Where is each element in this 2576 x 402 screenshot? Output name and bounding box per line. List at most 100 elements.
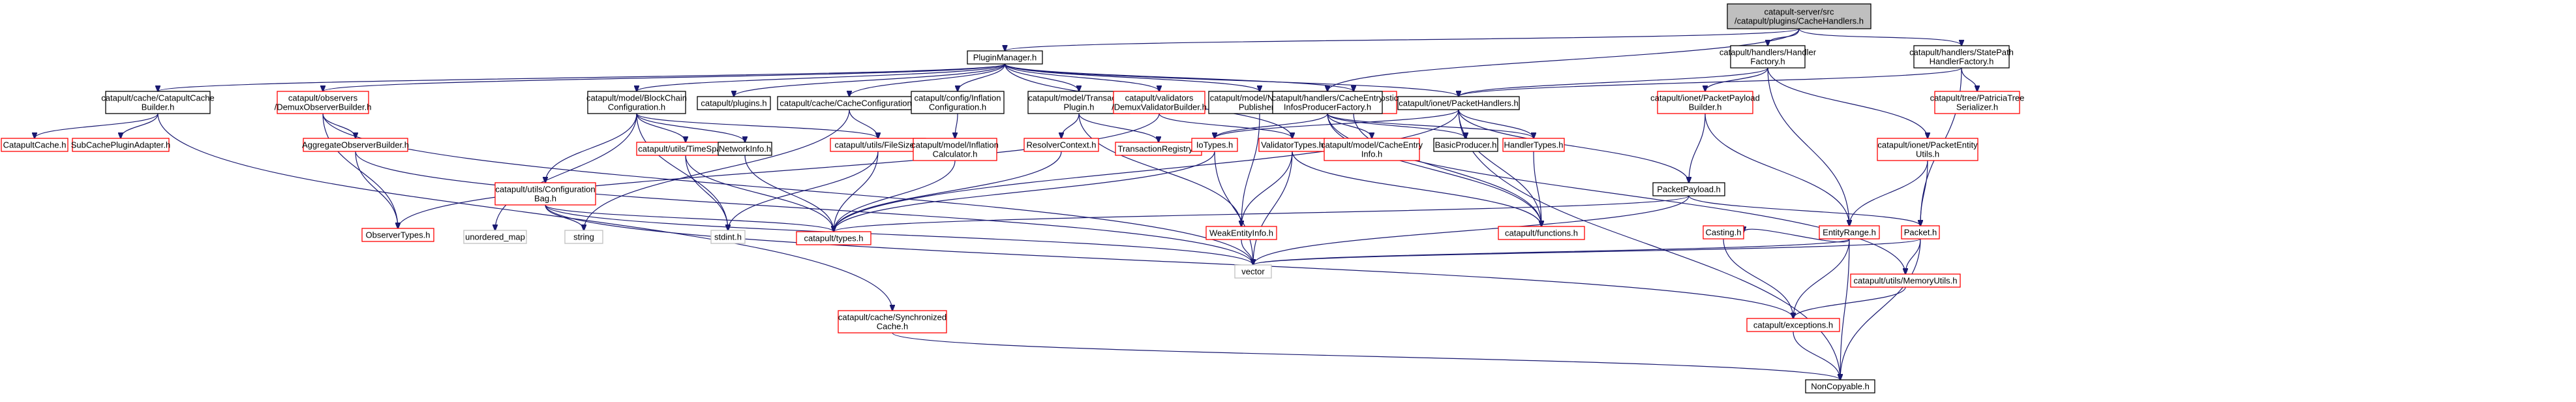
dependency-edge-path [157, 113, 892, 311]
file-node-box [1498, 226, 1585, 240]
file-node-label: Info.h [1361, 149, 1383, 159]
file-node-label: catapult/validators [1125, 93, 1194, 103]
file-node[interactable]: catapult/utils/FileSize.h [830, 138, 926, 152]
file-node-label: /DemuxObserverBuilder.h [275, 102, 372, 112]
dependency-edge-path [1849, 160, 1928, 226]
file-node-box [1324, 138, 1420, 161]
file-node[interactable]: ValidatorTypes.h [1258, 138, 1326, 152]
dependency-edge-path [636, 113, 686, 142]
file-node-label: catapult/tree/PatriciaTree [1930, 93, 2025, 103]
file-node-box [1913, 45, 2010, 69]
dependency-edge [545, 204, 1253, 265]
file-node[interactable]: IoTypes.h [1191, 138, 1238, 152]
dependency-edge [1004, 63, 1160, 91]
dependency-edge-path [1241, 151, 1293, 226]
dependency-edge [545, 204, 1793, 318]
file-node-label: CatapultCache.h [3, 140, 67, 150]
dependency-edge-path [637, 63, 1006, 91]
dependency-edge [1768, 28, 1800, 46]
dependency-edge-path [1458, 109, 1689, 183]
dependency-edge [1705, 113, 1849, 226]
file-node[interactable]: CatapultCache.h [1, 138, 68, 152]
file-node[interactable]: AggregateObserverBuilder.h [302, 138, 409, 152]
dependency-edge-path [685, 155, 834, 232]
dependency-edge-path [355, 151, 1253, 265]
file-node[interactable]: catapult/handlers/HandlerFactory.h [1720, 45, 1817, 69]
dependency-edge-path [35, 113, 159, 138]
dependency-edge-path [1840, 238, 1921, 380]
file-node-label: NonCopyable.h [1811, 382, 1870, 392]
file-node-label: catapult/model/Transaction [1028, 93, 1130, 103]
file-node[interactable]: Casting.h [1703, 225, 1744, 240]
file-node-label: catapult/cache/Synchronized [838, 313, 947, 322]
file-node[interactable]: catapult-server/src/catapult/plugins/Cac… [1727, 3, 1871, 29]
dependency-edge [734, 63, 1006, 97]
dependency-edge [1327, 113, 1534, 138]
dependency-edge [685, 155, 834, 232]
file-node-box [1272, 91, 1383, 114]
dependency-edge-path [1744, 229, 1850, 243]
dependency-edge-path [1793, 286, 1906, 318]
file-node[interactable]: Packet.h [1901, 225, 1940, 240]
dependency-edge-path [584, 109, 850, 230]
file-node-box [1191, 138, 1238, 152]
file-node[interactable]: ObserverTypes.h [361, 228, 434, 242]
dependency-edge [545, 204, 834, 232]
file-node[interactable]: HandlerTypes.h [1502, 138, 1565, 152]
file-node[interactable]: catapult/handlers/CacheEntryInfosProduce… [1272, 91, 1384, 114]
file-node[interactable]: TransactionRegistry.h [1115, 142, 1202, 156]
dependency-edge [1327, 113, 1372, 138]
file-node[interactable]: catapult/ionet/PacketHandlers.h [1397, 96, 1520, 110]
dependency-edge-path [545, 204, 834, 232]
file-node-label: Cache.h [877, 322, 908, 332]
file-node[interactable]: catapult/functions.h [1498, 226, 1585, 240]
file-node-box [1703, 225, 1744, 240]
file-node[interactable]: NonCopyable.h [1805, 379, 1875, 394]
dependency-edge-path [545, 204, 584, 230]
file-node-box [911, 91, 1005, 114]
file-node[interactable]: PacketPayload.h [1652, 182, 1725, 196]
file-node[interactable]: catapult/observers/DemuxObserverBuilder.… [275, 91, 372, 114]
file-node[interactable]: catapult/utils/TimeSpan.h [636, 142, 735, 156]
dependency-edge [849, 109, 878, 138]
dependency-edge [1798, 28, 1962, 46]
file-node[interactable]: PluginManager.h [967, 50, 1043, 65]
file-node[interactable]: BasicProducer.h [1433, 138, 1498, 152]
file-node[interactable]: catapult/types.h [796, 231, 871, 245]
file-node-box [718, 142, 772, 156]
file-node[interactable]: catapult/handlers/StatePathHandlerFactor… [1909, 45, 2014, 69]
file-node-box [967, 50, 1043, 65]
file-node[interactable]: EntityRange.h [1819, 225, 1880, 240]
file-node[interactable]: WeakEntityInfo.h [1205, 226, 1277, 240]
dependency-edge-path [1767, 67, 1849, 226]
file-node[interactable]: catapult/cache/CacheConfiguration.h [777, 96, 922, 110]
file-node[interactable]: catapult/utils/MemoryUtils.h [1850, 273, 1961, 288]
dependency-edge-path [1253, 195, 1690, 265]
node-layer: catapult-server/src/catapult/plugins/Cac… [1, 3, 2025, 394]
file-node-box [1113, 91, 1205, 114]
file-node[interactable]: SubCachePluginAdapter.h [71, 138, 171, 152]
file-node[interactable]: catapult/plugins.h [697, 96, 771, 110]
dependency-edge-path [121, 113, 159, 138]
dependency-edge [1253, 238, 1921, 265]
dependency-edge-path [834, 151, 879, 232]
dependency-edge [1689, 113, 1706, 183]
dependency-edge-path [1253, 238, 1850, 265]
file-node[interactable]: ResolverContext.h [1023, 138, 1099, 152]
file-node[interactable]: NetworkInfo.h [718, 142, 772, 156]
file-node-label: HandlerFactory.h [1930, 57, 1994, 67]
file-node[interactable]: catapult/exceptions.h [1746, 318, 1840, 332]
file-node[interactable]: catapult/validators/DemuxValidatorBuilde… [1112, 91, 1207, 114]
